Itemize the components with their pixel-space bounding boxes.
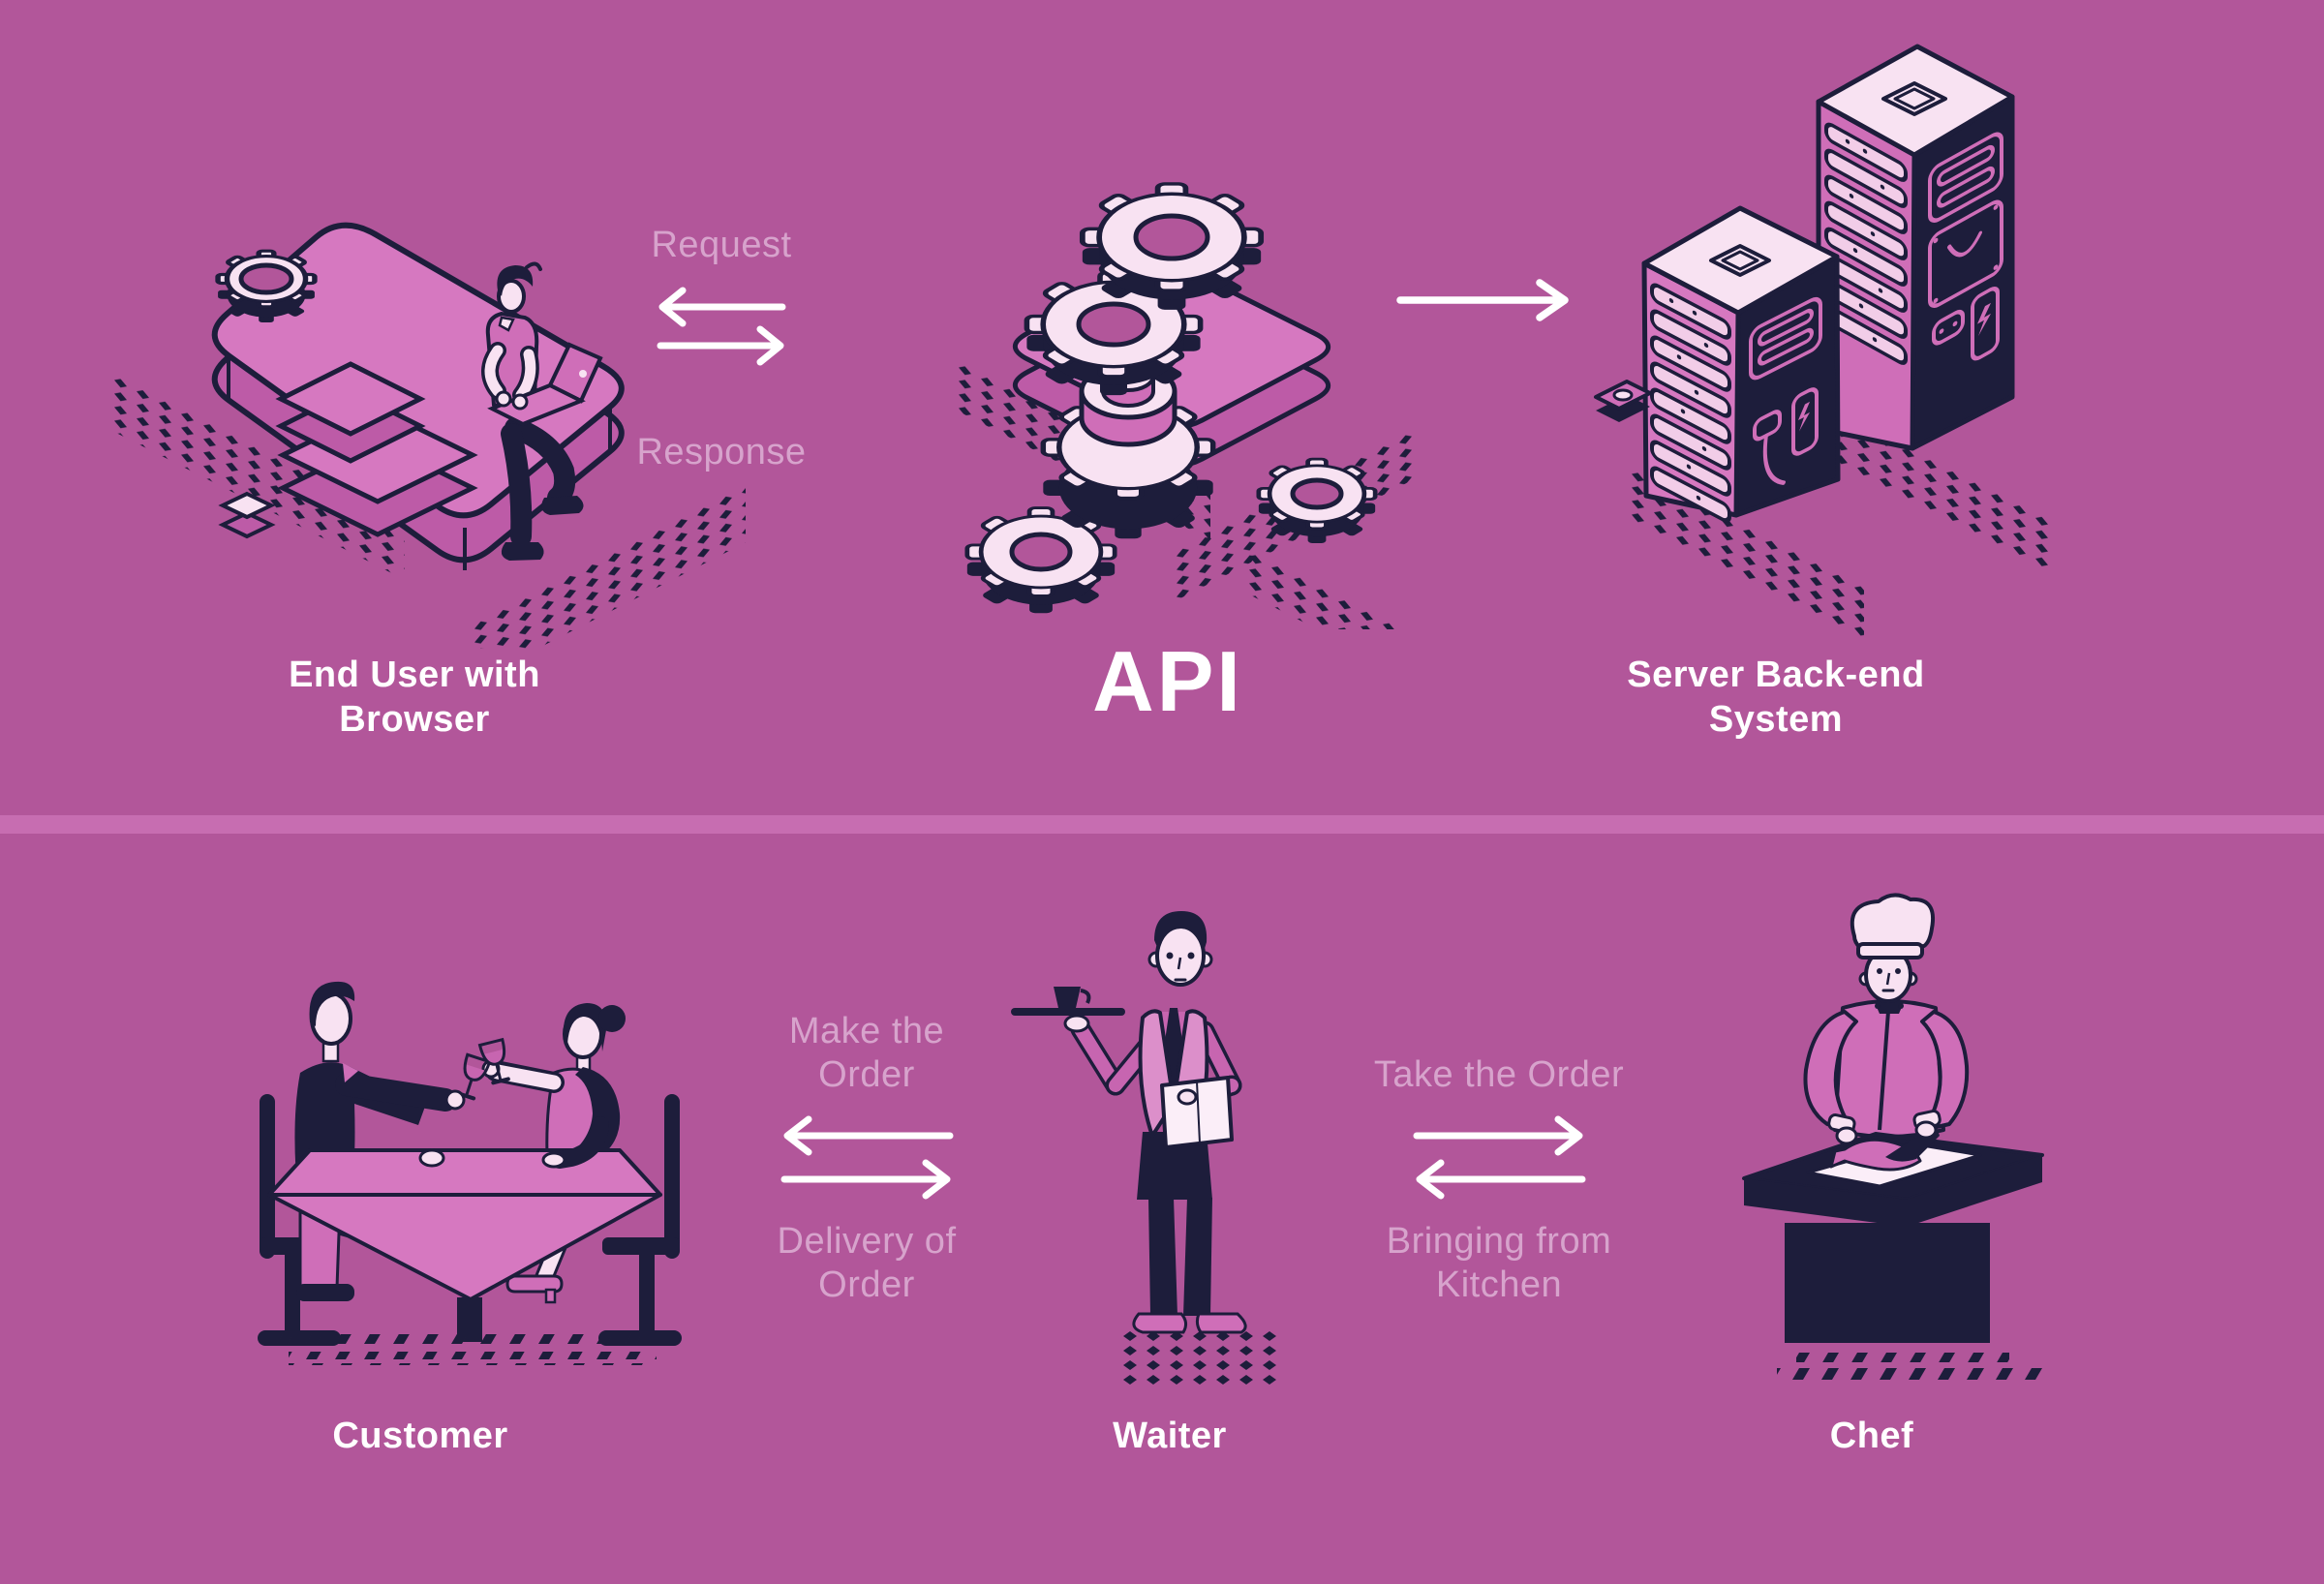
handle-icon [1709,244,1771,277]
server-illustration [1588,29,2130,649]
api-to-server-arrow-icon [1396,279,1569,321]
wine-glass-icon [477,1037,510,1085]
response-arrow-icon [657,325,784,366]
waiter-chef-flow: Take the Order Bringing from Kitchen [1354,983,1644,1317]
end-user-person [481,261,603,561]
delivery-label: Delivery of Order [777,1221,957,1305]
gear-icon [967,508,1115,614]
chair-icon [598,1094,682,1346]
take-order-label: Take the Order [1373,1054,1625,1095]
waiter-illustration [1007,896,1336,1394]
chef-label: Chef [1829,1416,1914,1456]
request-label: Request [651,225,792,265]
customer-label: Customer [332,1416,508,1456]
make-order-arrow-icon [783,1115,954,1156]
dotted-ground [1632,411,2058,642]
end-user-label: End User with Browser [289,655,540,740]
dashed-ground [1777,1349,2048,1380]
chef-illustration [1699,886,2087,1385]
gear-icon [218,251,315,322]
customer-waiter-flow: Make the Order Delivery of Order [746,983,988,1317]
gear-icon [1259,459,1375,543]
api-label: API [1092,633,1243,729]
towel-icon [1160,1076,1234,1149]
waiter-label: Waiter [1113,1416,1227,1456]
gear-icon [1083,184,1261,310]
handle-icon [1881,81,1947,116]
customer-illustration [242,959,707,1385]
plug-icon [1594,380,1652,422]
tray-icon [1011,987,1125,1016]
chef-person [1803,893,1970,1139]
dashed-ground [273,1334,657,1365]
gear-icon [1026,272,1200,396]
stacked-boxes-icon [218,361,478,539]
response-label: Response [636,432,807,472]
bringing-arrow-icon [1416,1159,1586,1200]
chef-hat-icon [1850,893,1935,960]
delivery-arrow-icon [780,1159,951,1200]
dotted-ground [1121,1327,1286,1386]
server-label: Server Back-end System [1627,655,1925,740]
request-arrow-icon [658,287,786,327]
laptop-icon [487,342,603,427]
make-order-label: Make the Order [788,1011,945,1095]
dotted-ground [114,376,746,649]
section-divider [0,815,2324,834]
end-user-illustration [87,165,765,649]
api-illustration [930,145,1414,629]
take-order-arrow-icon [1413,1115,1583,1156]
user-api-flow: Request Response [600,223,842,472]
server-tower-short-icon [1641,205,1841,523]
bringing-label: Bringing from Kitchen [1386,1221,1612,1305]
waiter-person [1063,911,1247,1334]
server-tower-tall-icon [1816,44,2015,451]
chef-hands [1827,1110,1942,1145]
